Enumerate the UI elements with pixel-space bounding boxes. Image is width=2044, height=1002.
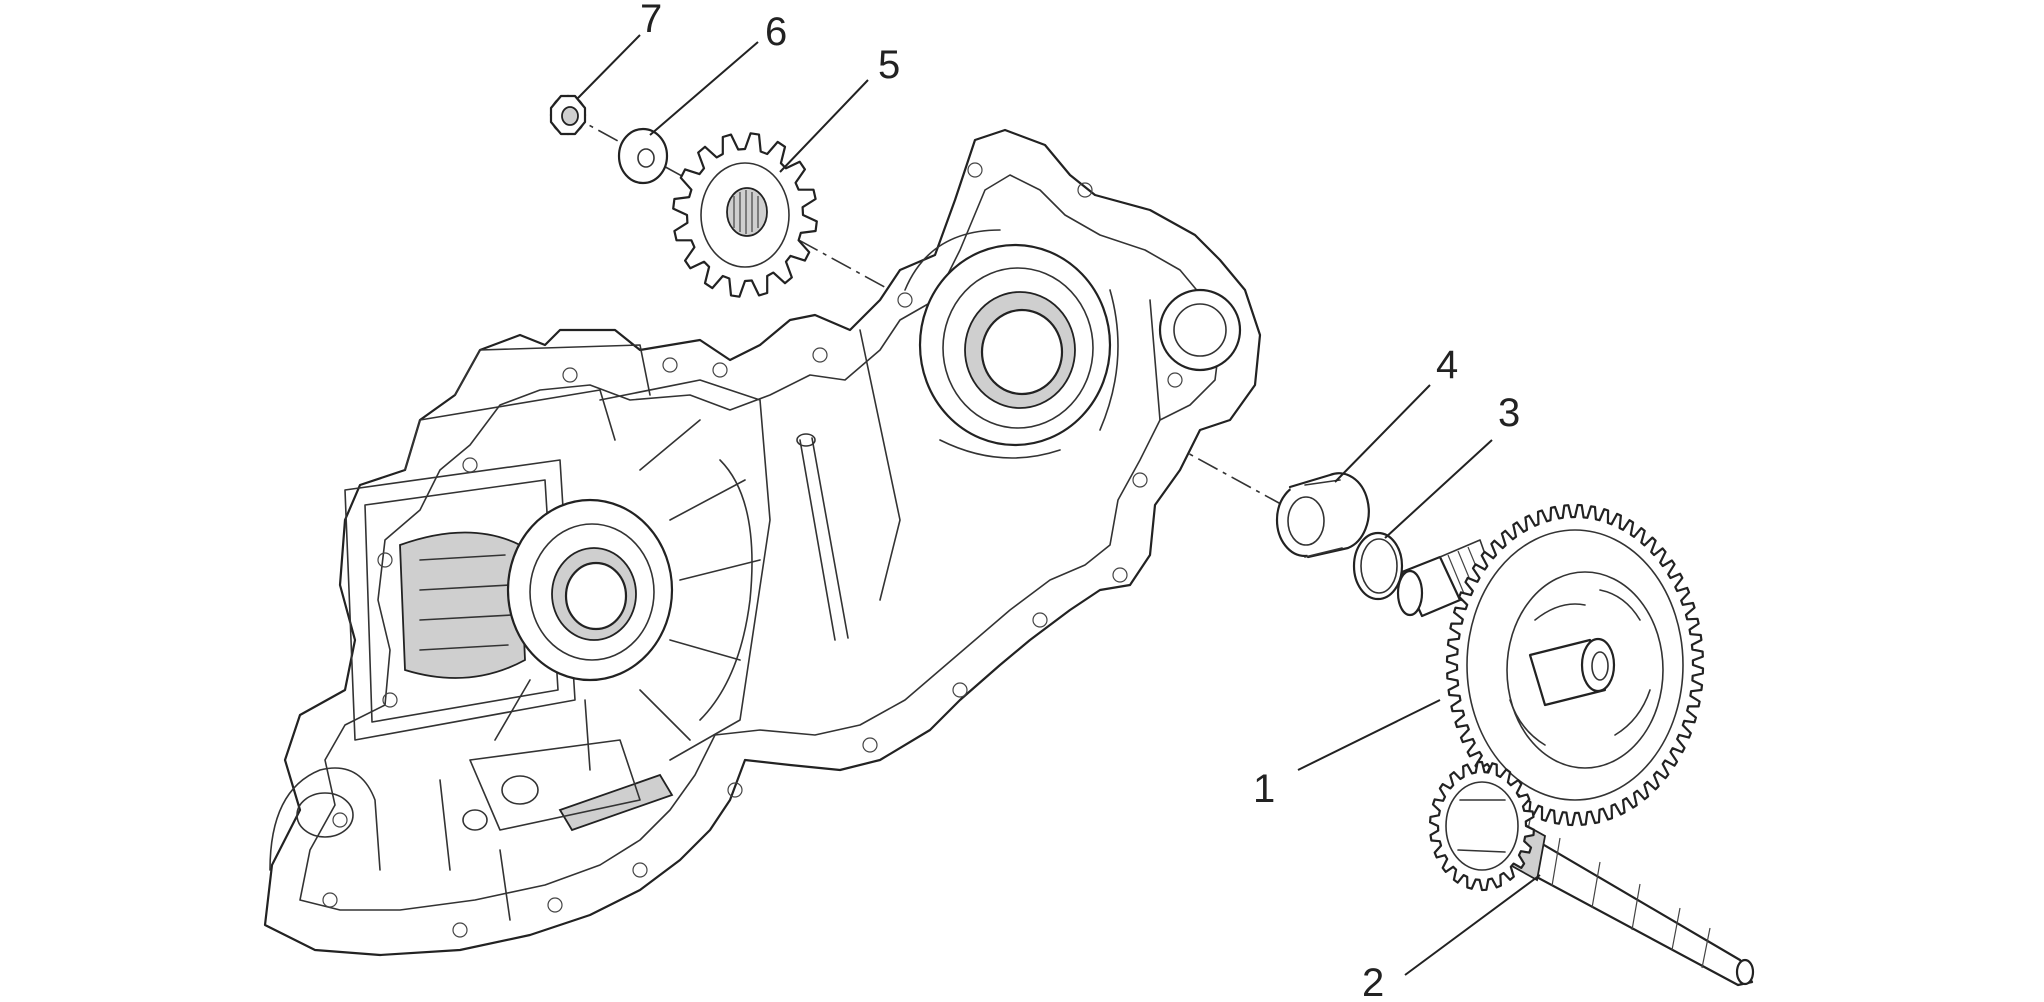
part-2-main-shaft (1429, 760, 1755, 987)
leader-line-1 (1297, 699, 1441, 771)
left-bearing-bore (506, 498, 674, 682)
leader-lines (577, 34, 1541, 976)
leader-line-4 (1334, 384, 1431, 483)
leader-line-2 (1404, 874, 1541, 976)
leader-line-5 (779, 79, 869, 173)
leader-line-6 (649, 41, 759, 136)
callout-4: 4 (1436, 343, 1458, 387)
callout-7: 7 (640, 0, 662, 41)
part-3-o-ring (1352, 531, 1404, 601)
leader-line-3 (1384, 439, 1493, 539)
callout-1: 1 (1253, 767, 1275, 811)
callout-6: 6 (765, 10, 787, 54)
callout-5: 5 (878, 43, 900, 87)
part-6-washer (617, 127, 669, 185)
callout-labels: 7 6 5 4 3 1 2 (640, 0, 1520, 1002)
part-5-sprocket (672, 132, 818, 298)
right-bearing-bore (918, 243, 1112, 447)
leader-line-7 (577, 34, 641, 99)
part-1-layshaft-gear (1396, 503, 1705, 827)
part-4-oil-seal (1275, 472, 1370, 559)
part-7-nut (549, 94, 587, 136)
bolt-holes (322, 162, 1183, 938)
crankcase-housing (263, 128, 1262, 957)
callout-3: 3 (1498, 391, 1520, 435)
callout-2: 2 (1362, 961, 1384, 1002)
